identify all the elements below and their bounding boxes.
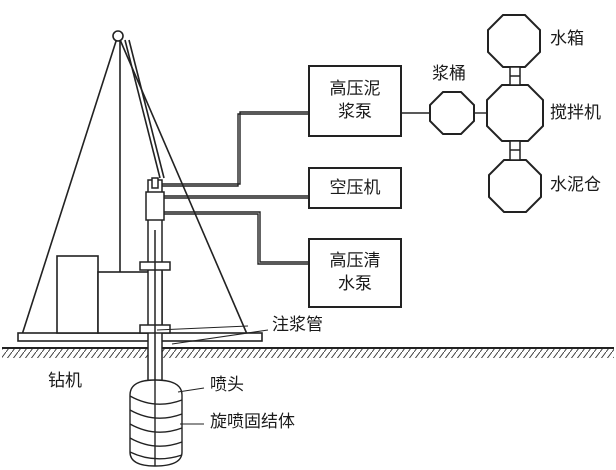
cement-silo (488, 159, 542, 213)
water-tank-label: 水箱 (550, 29, 584, 49)
nozzle-label: 喷头 (210, 375, 244, 395)
high-pressure-slurry-pump-label: 高压泥 浆泵 (329, 79, 381, 122)
high-pressure-water-pump-box: 高压清 水泵 (308, 238, 402, 308)
air-compressor-label: 空压机 (329, 177, 381, 198)
air-compressor-box: 空压机 (308, 167, 402, 209)
drill-rig-label: 钻机 (48, 371, 82, 391)
grout-pipe-label: 注浆管 (272, 315, 323, 335)
high-pressure-water-pump-label: 高压清 水泵 (329, 251, 381, 294)
grout-pipe-column (139, 177, 171, 409)
supply-hoses (162, 111, 490, 265)
mixer-label: 搅拌机 (550, 103, 601, 123)
slurry-bucket-label: 浆桶 (432, 64, 466, 84)
ground (2, 347, 614, 358)
slurry-bucket (429, 91, 475, 135)
water-tank (487, 14, 541, 68)
leader-lines (156, 325, 269, 425)
jet-grout-body-shape (129, 379, 183, 467)
mixer-shape (486, 84, 544, 142)
jet-grout-body-label: 旋喷固结体 (210, 412, 295, 432)
cement-silo-label: 水泥仓 (550, 175, 601, 195)
high-pressure-slurry-pump-box: 高压泥 浆泵 (308, 65, 402, 137)
tank-connectors (509, 66, 521, 161)
